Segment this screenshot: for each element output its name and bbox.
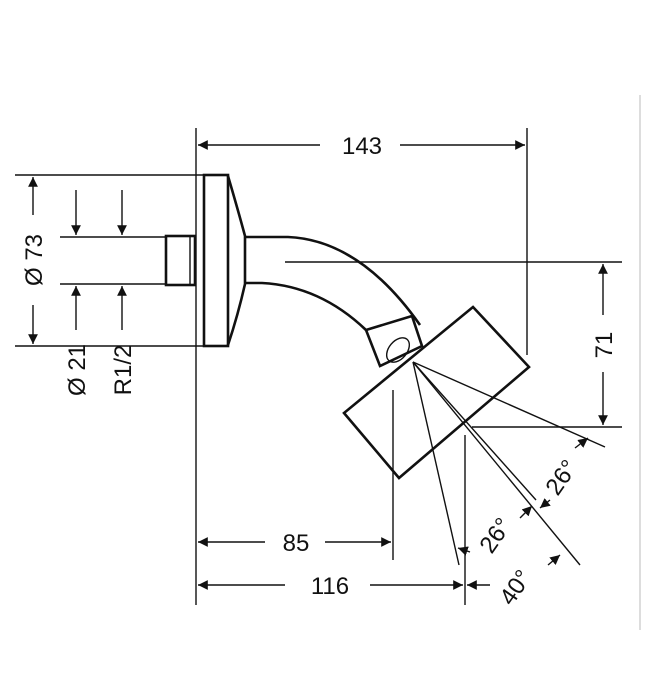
dimension-thread-r12: R1/2: [110, 190, 137, 395]
wall-nipple: [164, 234, 197, 287]
label-angle-26-b: 26°: [540, 455, 583, 500]
dimension-85: 85: [198, 530, 391, 557]
label-116: 116: [311, 573, 349, 600]
label-diameter-73: Ø 73: [21, 234, 48, 286]
label-angle-26-a: 26°: [474, 513, 517, 558]
dimension-116: 116: [198, 573, 490, 600]
label-71: 71: [591, 332, 618, 359]
dimension-71: 71: [591, 264, 618, 425]
dimension-143: 143: [198, 133, 525, 160]
label-angle-40: 40°: [494, 565, 537, 610]
label-143: 143: [342, 133, 382, 160]
dimension-diameter-21: Ø 21: [64, 190, 91, 396]
dimension-diameter-73: Ø 73: [21, 177, 48, 344]
label-85: 85: [283, 530, 310, 557]
label-diameter-21: Ø 21: [64, 344, 91, 396]
shower-head: [342, 305, 531, 480]
extension-lines: [15, 128, 622, 605]
swivel-nut: [364, 314, 424, 368]
label-thread: R1/2: [110, 345, 137, 396]
shower-arm: [245, 235, 422, 331]
spray-lines: [412, 361, 606, 566]
wall-flange: [202, 173, 247, 348]
